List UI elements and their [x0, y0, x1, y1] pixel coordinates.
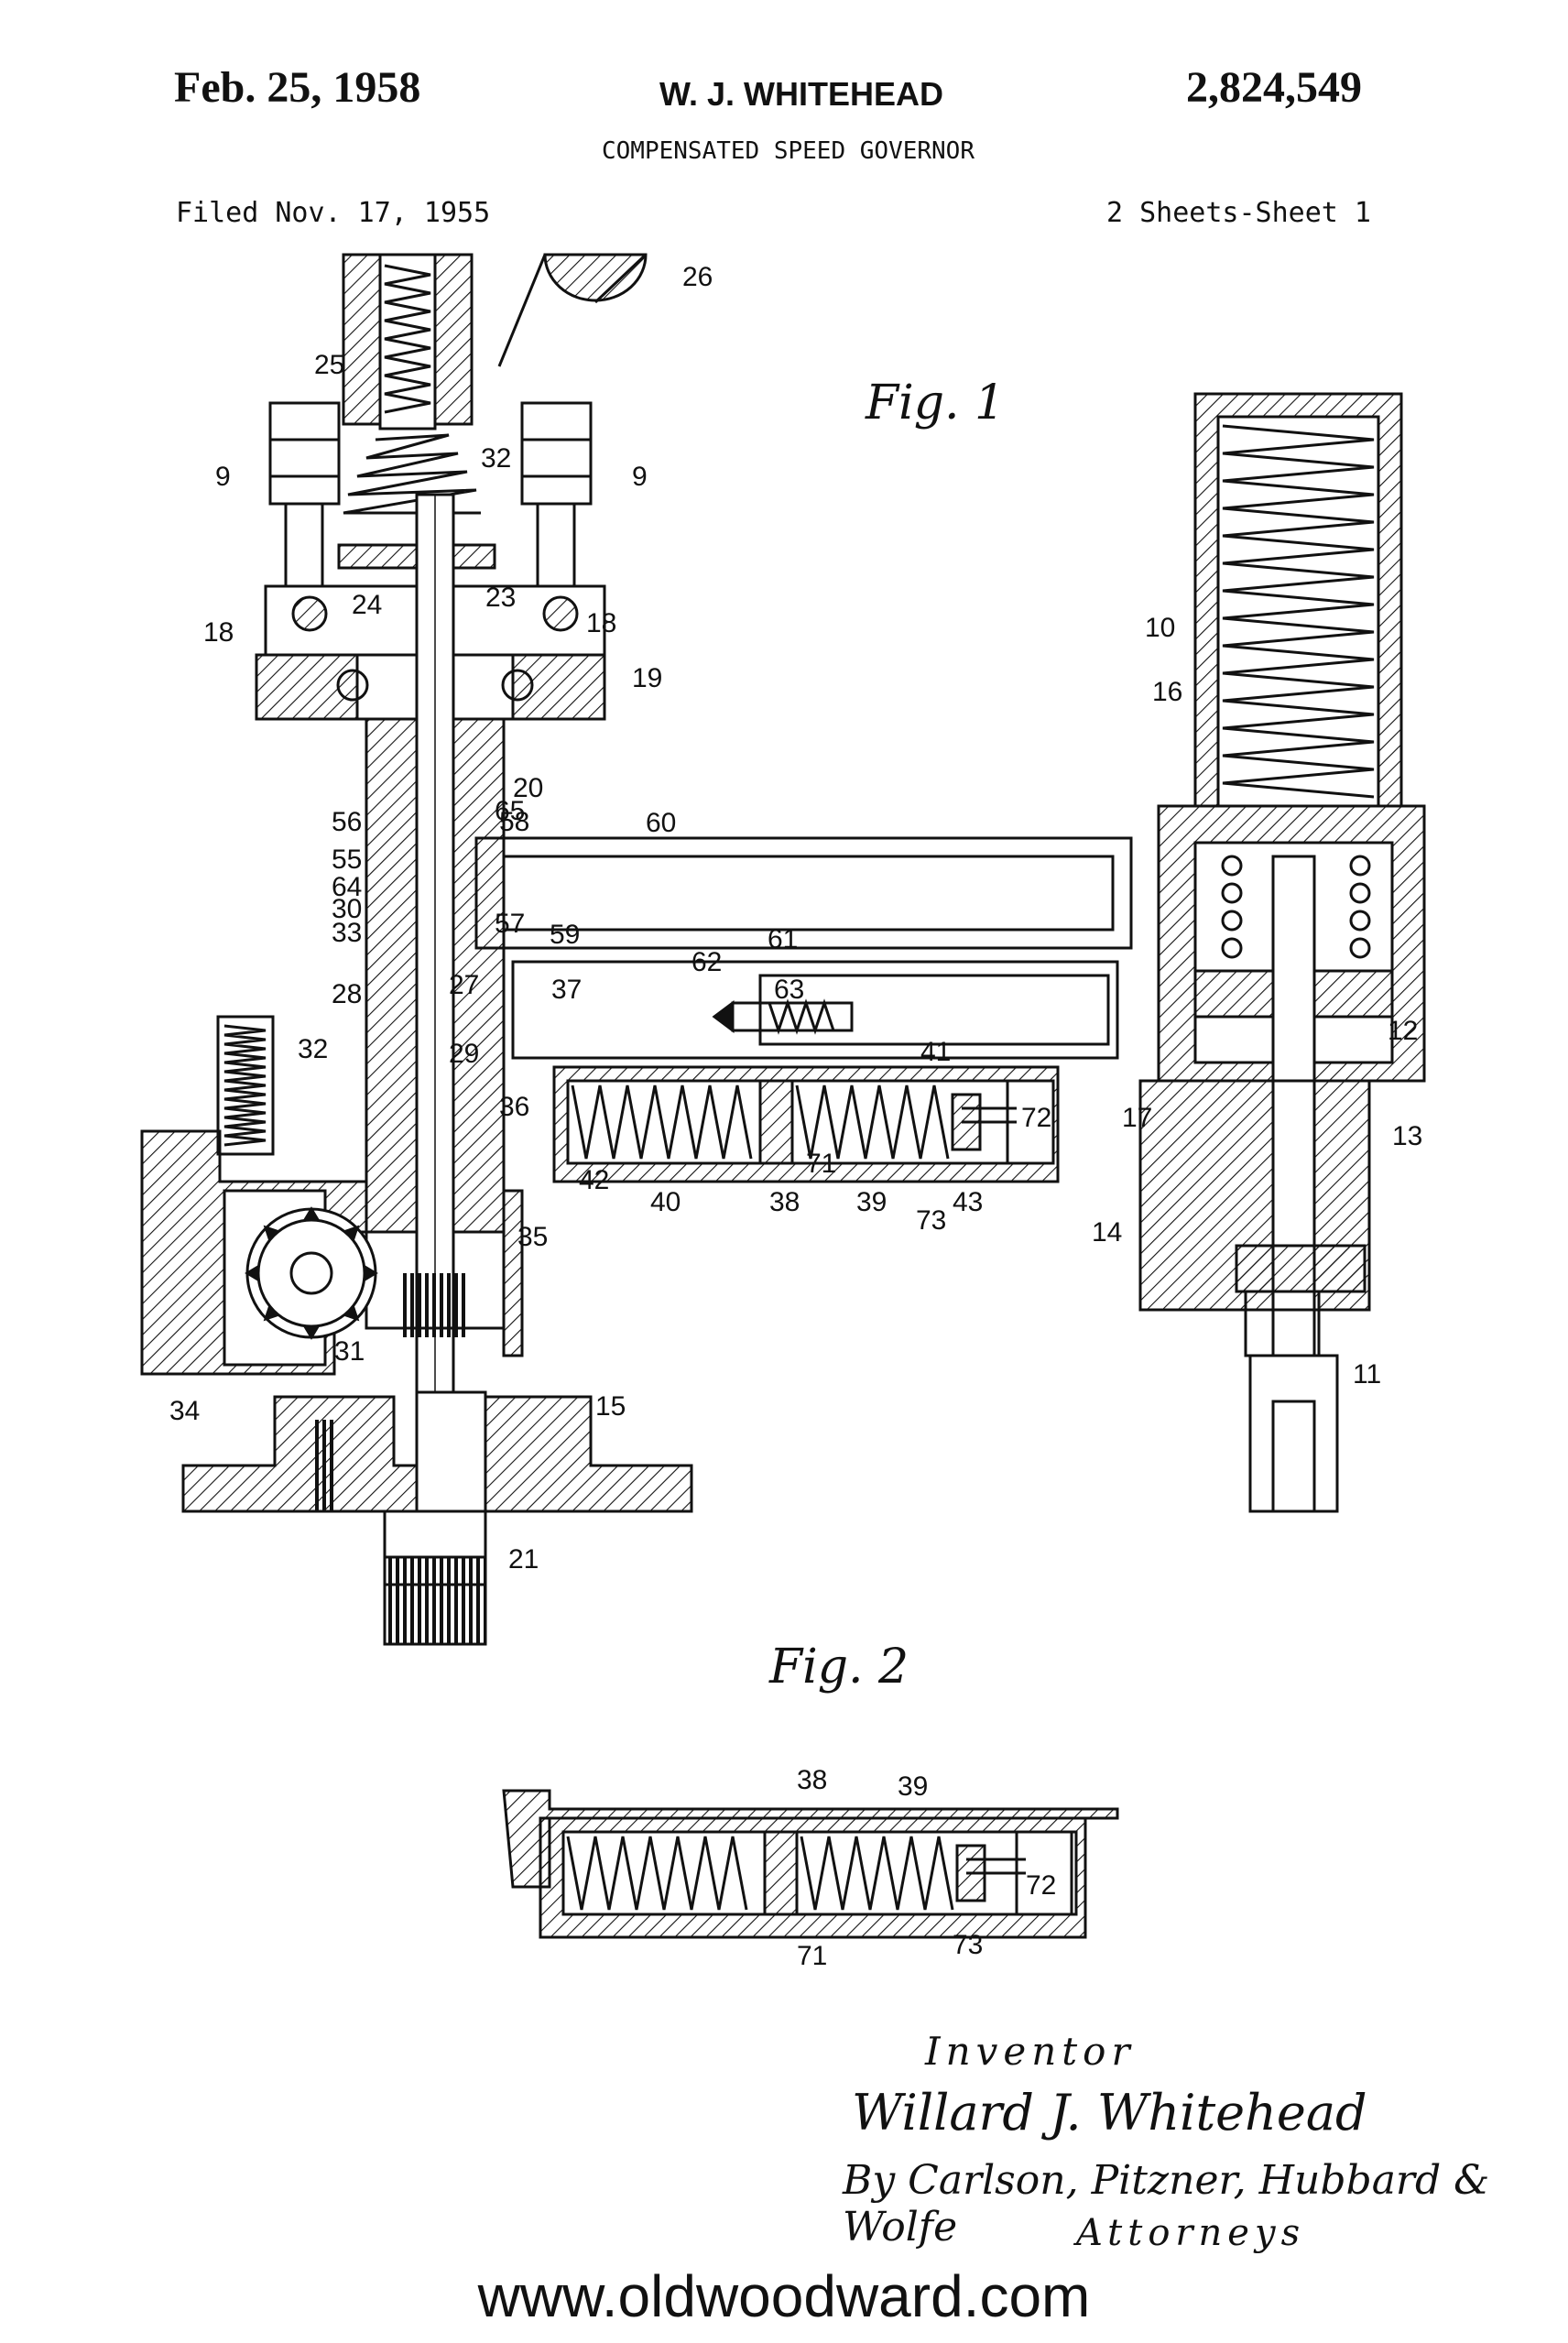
reference-numeral: 61 [768, 924, 798, 954]
reference-numeral: 38 [769, 1187, 800, 1217]
reference-numeral: 18 [586, 608, 616, 638]
reference-numeral: 32 [481, 443, 511, 474]
reference-numeral: 34 [169, 1396, 200, 1426]
reference-numeral: 24 [352, 590, 382, 620]
reference-numeral: 62 [691, 947, 722, 977]
reference-numeral: 36 [499, 1092, 529, 1122]
reference-numeral: 15 [595, 1391, 626, 1422]
fig2-drawing [502, 1789, 1119, 1939]
reference-numeral: 42 [579, 1165, 609, 1195]
reference-numeral: 58 [499, 807, 529, 837]
fig2-label: Fig. 2 [769, 1640, 909, 1695]
patent-number: 2,824,549 [1186, 63, 1362, 112]
reference-numeral: 39 [898, 1771, 928, 1802]
reference-numeral: 71 [797, 1941, 827, 1971]
reference-numeral: 72 [1026, 1870, 1056, 1901]
reference-numeral: 63 [774, 975, 804, 1005]
attorneys-signature: By Carlson, Pitzner, Hubbard & Wolfe [843, 2157, 1490, 2250]
reference-numeral: 43 [953, 1187, 983, 1217]
reference-numeral: 10 [1145, 613, 1175, 643]
patent-date: Feb. 25, 1958 [174, 63, 421, 112]
reference-numeral: 14 [1092, 1217, 1122, 1248]
reference-numeral: 39 [856, 1187, 887, 1217]
reference-numeral: 17 [1122, 1103, 1152, 1133]
reference-numeral: 64 [332, 872, 362, 902]
reference-numeral: 18 [203, 617, 234, 648]
fig1-label: Fig. 1 [866, 376, 1006, 430]
website-url: www.oldwoodward.com [477, 2263, 1091, 2329]
reference-numeral: 28 [332, 979, 362, 1009]
reference-numeral: 25 [314, 350, 344, 380]
reference-numeral: 56 [332, 807, 362, 837]
reference-numeral: 35 [517, 1222, 548, 1252]
attorneys-heading: Attorneys [1076, 2212, 1306, 2254]
reference-numeral: 29 [449, 1039, 479, 1069]
reference-numeral: 12 [1388, 1016, 1418, 1046]
reference-numeral: 31 [334, 1336, 365, 1367]
reference-numeral: 33 [332, 918, 362, 948]
patent-title: COMPENSATED SPEED GOVERNOR [602, 137, 975, 165]
reference-numeral: 55 [332, 845, 362, 875]
sheet-count: 2 Sheets-Sheet 1 [1106, 197, 1371, 229]
reference-numeral: 59 [550, 920, 580, 950]
reference-numeral: 30 [332, 894, 362, 924]
reference-numeral: 72 [1021, 1103, 1051, 1133]
reference-numeral: 71 [806, 1149, 836, 1179]
reference-numeral: 27 [449, 970, 479, 1000]
filed-date: Filed Nov. 17, 1955 [176, 197, 491, 229]
reference-numeral: 41 [920, 1037, 951, 1067]
reference-numeral: 19 [632, 663, 662, 693]
reference-numeral: 32 [298, 1034, 328, 1064]
reference-numeral: 60 [646, 808, 676, 838]
reference-numeral: 13 [1392, 1121, 1422, 1151]
reference-numeral: 37 [551, 975, 582, 1005]
fig1-drawing [140, 253, 1426, 1646]
reference-numeral: 73 [953, 1930, 983, 1960]
reference-numeral: 21 [508, 1544, 539, 1575]
reference-numeral: 26 [682, 262, 713, 292]
fig2-reference-numerals: 38 39 72 71 73 [797, 1765, 1056, 1971]
reference-numeral: 20 [513, 773, 543, 803]
reference-numeral: 11 [1353, 1359, 1381, 1389]
reference-numeral: 57 [495, 909, 525, 939]
inventor-header: W. J. WHITEHEAD [659, 75, 944, 113]
reference-numeral: 65 [495, 796, 525, 826]
reference-numeral: 16 [1152, 677, 1182, 707]
reference-numeral: 73 [916, 1205, 946, 1236]
reference-numeral: 38 [797, 1765, 827, 1795]
inventor-heading: Inventor [925, 2029, 1136, 2074]
reference-numeral: 9 [632, 462, 648, 492]
reference-numeral: 9 [215, 462, 231, 492]
reference-numeral: 23 [485, 583, 516, 613]
reference-numeral: 40 [650, 1187, 681, 1217]
inventor-signature: Willard J. Whitehead [852, 2084, 1367, 2141]
